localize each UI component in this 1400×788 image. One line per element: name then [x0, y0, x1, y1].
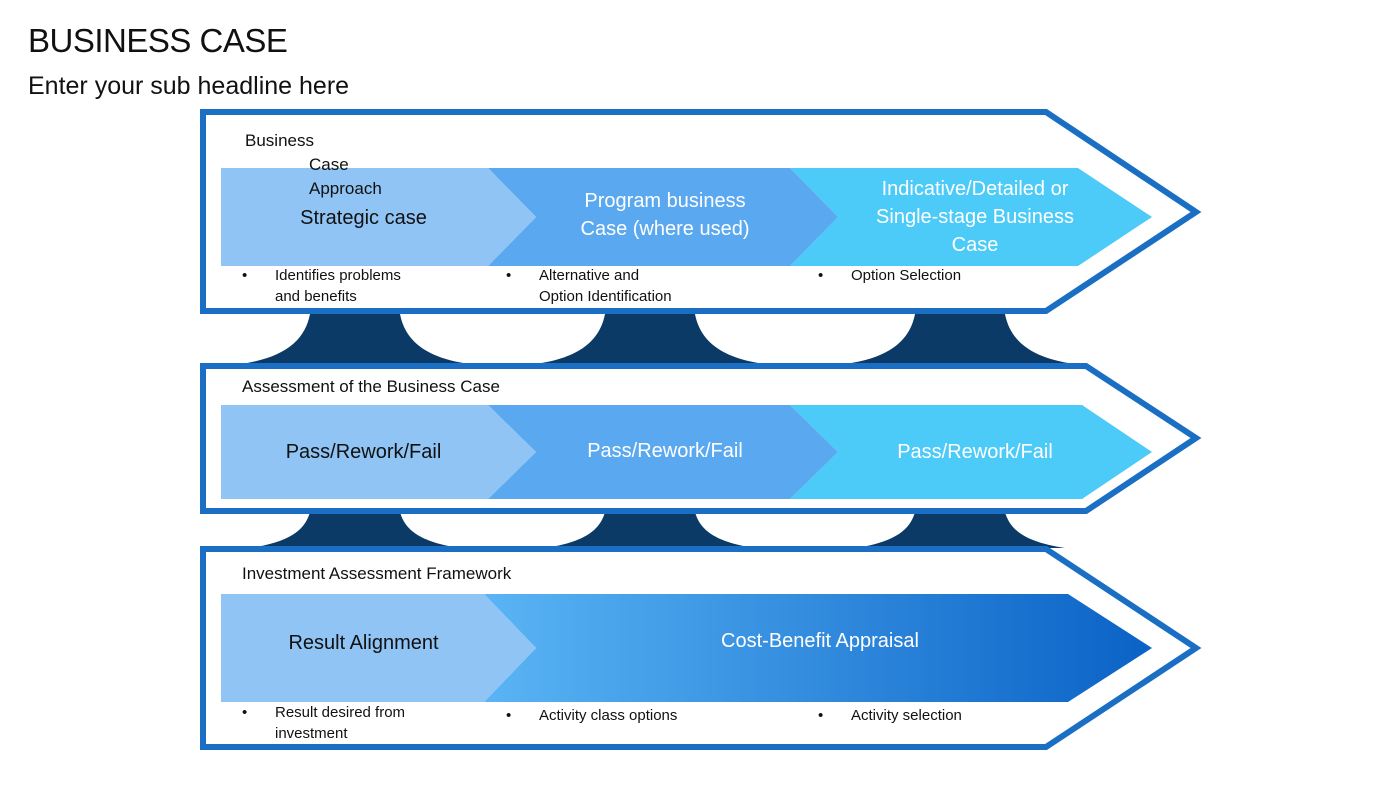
- row2-label: Assessment of the Business Case: [242, 377, 500, 396]
- row2-seg3: [790, 405, 1152, 499]
- connector: [535, 314, 765, 364]
- connector: [855, 512, 1065, 548]
- bullet-line: Identifies problems: [275, 267, 401, 284]
- indicative-business-case-label: Indicative/Detailed or Single-stage Busi…: [876, 178, 1074, 256]
- row1-label-approach: Approach: [309, 179, 382, 198]
- bullet-dot: •: [506, 707, 512, 724]
- row3-seg2: [484, 594, 1152, 702]
- connectors-row2-row3: [250, 512, 1065, 548]
- connector: [240, 314, 470, 364]
- row1-seg1: [221, 168, 536, 266]
- bullet-line: Option Identification: [539, 288, 672, 305]
- row1-bullet-3: • Option Selection: [818, 265, 962, 286]
- bullet-line: Activity class options: [539, 707, 678, 724]
- row2-seg2-label: Pass/Rework/Fail: [587, 440, 743, 462]
- row3-label: Investment Assessment Framework: [242, 564, 512, 583]
- row1-seg2: [488, 168, 838, 266]
- connector: [250, 512, 460, 548]
- strategic-case-label: Strategic case: [300, 207, 427, 229]
- bullet-dot: •: [506, 267, 512, 284]
- page-subtitle: Enter your sub headline here: [28, 72, 350, 100]
- bullet-line: and benefits: [275, 288, 357, 305]
- bullet-line: Option Selection: [851, 267, 962, 284]
- cost-benefit-appraisal-label: Cost-Benefit Appraisal: [721, 630, 919, 652]
- bullet-line: Activity selection: [851, 707, 962, 724]
- bullet-dot: •: [242, 704, 248, 721]
- row1-label-case: Case: [309, 155, 349, 174]
- bullet-line: investment: [275, 725, 348, 742]
- connector: [845, 314, 1075, 364]
- program-business-case-label: Program business Case (where used): [580, 190, 750, 240]
- row1-seg3: [790, 168, 1152, 266]
- row1-label-business: Business: [245, 131, 314, 150]
- row2-seg3-label: Pass/Rework/Fail: [897, 441, 1053, 463]
- row3-seg1: [221, 594, 536, 702]
- row3-bullet-2: • Activity class options: [506, 705, 678, 726]
- row3-bullet-1: • Result desired from investment: [242, 702, 406, 744]
- bullet-dot: •: [818, 707, 824, 724]
- row1-bullet-1: • Identifies problems and benefits: [242, 265, 401, 307]
- page-title: BUSINESS CASE: [28, 22, 288, 59]
- bullet-dot: •: [818, 267, 824, 284]
- result-alignment-label: Result Alignment: [288, 632, 439, 654]
- row2-seg2: [488, 405, 838, 499]
- row1-bullet-2: • Alternative and Option Identification: [506, 265, 672, 307]
- row2-seg1: [221, 405, 536, 499]
- row2-seg1-label: Pass/Rework/Fail: [285, 441, 442, 463]
- bullet-line: Result desired from: [275, 704, 406, 721]
- bullet-line: Alternative and: [539, 267, 640, 284]
- connector: [545, 512, 755, 548]
- row3-bullet-3: • Activity selection: [818, 705, 962, 726]
- connectors-row1-row2: [240, 314, 1075, 364]
- bullet-dot: •: [242, 267, 248, 284]
